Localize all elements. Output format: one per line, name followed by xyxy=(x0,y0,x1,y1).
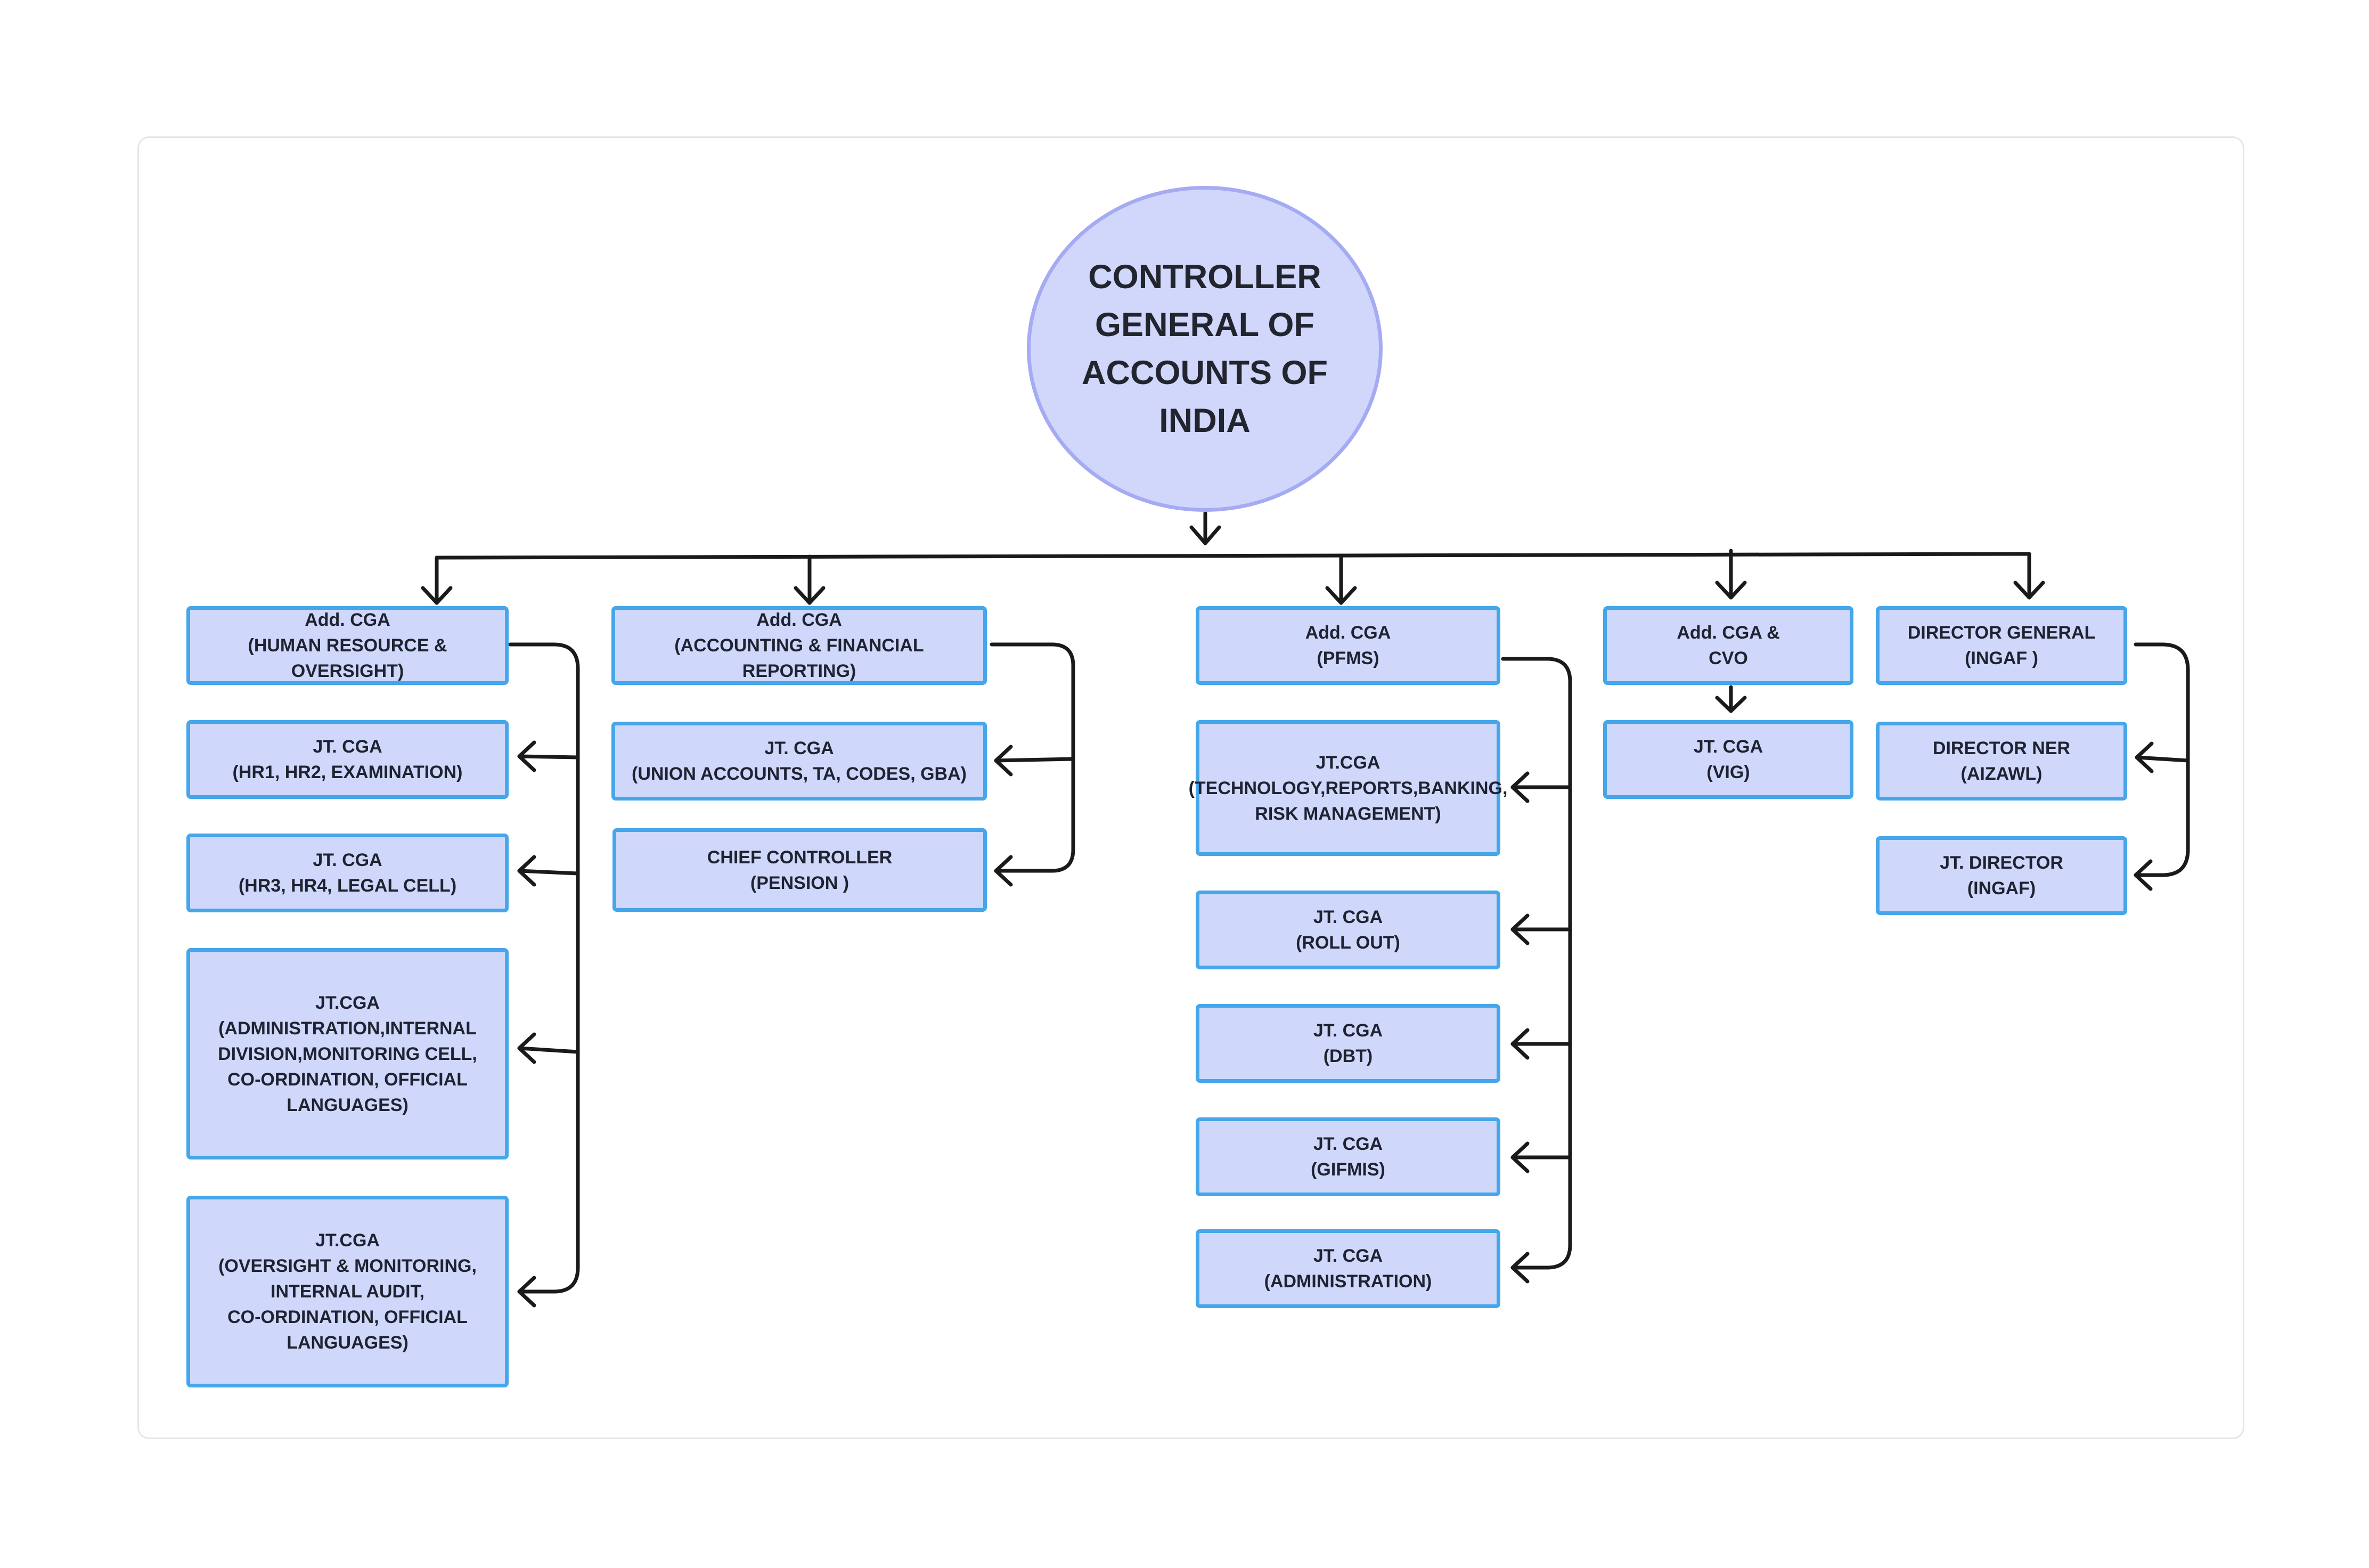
node-label: Add. CGA & CVO xyxy=(1677,623,1780,668)
node-jt-director-ingaf: JT. DIRECTOR (INGAF) xyxy=(1876,836,2127,915)
node-jt-cga-union-accounts: JT. CGA (UNION ACCOUNTS, TA, CODES, GBA) xyxy=(611,722,987,801)
node-label: JT.CGA (OVERSIGHT & MONITORING, INTERNAL… xyxy=(218,1230,477,1353)
node-label: DIRECTOR NER (AIZAWL) xyxy=(1932,738,2071,784)
node-label: Add. CGA (ACCOUNTING & FINANCIAL REPORTI… xyxy=(674,610,924,681)
node-director-general-ingaf: DIRECTOR GENERAL (INGAF ) xyxy=(1876,606,2127,685)
node-director-ner: DIRECTOR NER (AIZAWL) xyxy=(1876,722,2127,801)
node-jt-cga-administration-pfms: JT. CGA (ADMINISTRATION) xyxy=(1196,1229,1500,1308)
node-jt-cga-hr3: JT. CGA (HR3, HR4, LEGAL CELL) xyxy=(186,834,509,912)
node-jt-cga-dbt: JT. CGA (DBT) xyxy=(1196,1004,1500,1083)
node-jt-cga-gifmis: JT. CGA (GIFMIS) xyxy=(1196,1117,1500,1196)
root-node-cga: CONTROLLER GENERAL OF ACCOUNTS OF INDIA xyxy=(1027,186,1383,512)
node-jt-cga-administration: JT.CGA (ADMINISTRATION,INTERNAL DIVISION… xyxy=(186,948,509,1159)
node-label: CHIEF CONTROLLER (PENSION ) xyxy=(707,847,893,893)
connector-bracket-hr xyxy=(508,642,580,1294)
node-label: JT. CGA (HR1, HR2, EXAMINATION) xyxy=(232,737,463,782)
node-add-cga-pfms: Add. CGA (PFMS) xyxy=(1196,606,1500,685)
node-label: JT. CGA (ADMINISTRATION) xyxy=(1264,1246,1432,1292)
node-label: JT. CGA (DBT) xyxy=(1313,1020,1383,1066)
node-label: JT.CGA (ADMINISTRATION,INTERNAL DIVISION… xyxy=(218,992,477,1115)
node-label: JT. CGA (UNION ACCOUNTS, TA, CODES, GBA) xyxy=(632,738,967,784)
node-add-cga-accounting: Add. CGA (ACCOUNTING & FINANCIAL REPORTI… xyxy=(611,606,987,685)
node-label: JT. DIRECTOR (INGAF) xyxy=(1940,853,2063,899)
root-label: CONTROLLER GENERAL OF ACCOUNTS OF INDIA xyxy=(1082,258,1328,439)
node-label: DIRECTOR GENERAL (INGAF ) xyxy=(1907,623,2096,668)
connector-bus xyxy=(435,552,2031,560)
node-chief-controller-pension: CHIEF CONTROLLER (PENSION ) xyxy=(612,828,987,912)
node-label: Add. CGA (HUMAN RESOURCE & OVERSIGHT) xyxy=(248,610,447,681)
node-label: Add. CGA (PFMS) xyxy=(1305,623,1391,668)
arrowhead-root xyxy=(1189,525,1221,545)
node-label: JT. CGA (ROLL OUT) xyxy=(1296,907,1400,953)
node-label: JT. CGA (GIFMIS) xyxy=(1311,1134,1385,1180)
node-add-cga-hr: Add. CGA (HUMAN RESOURCE & OVERSIGHT) xyxy=(186,606,509,685)
node-jt-cga-technology: JT.CGA (TECHNOLOGY,REPORTS,BANKING, RISK… xyxy=(1189,720,1507,856)
connector-bracket-pfms xyxy=(1501,657,1572,1270)
node-label: JT.CGA (TECHNOLOGY,REPORTS,BANKING, RISK… xyxy=(1188,752,1508,824)
node-label: JT. CGA (VIG) xyxy=(1693,737,1763,782)
node-add-cga-cvo: Add. CGA & CVO xyxy=(1603,606,1853,685)
node-jt-cga-vig: JT. CGA (VIG) xyxy=(1603,720,1853,799)
node-jt-cga-roll-out: JT. CGA (ROLL OUT) xyxy=(1196,891,1500,969)
node-label: JT. CGA (HR3, HR4, LEGAL CELL) xyxy=(238,850,457,896)
node-jt-cga-oversight: JT.CGA (OVERSIGHT & MONITORING, INTERNAL… xyxy=(186,1196,509,1387)
node-jt-cga-hr1: JT. CGA (HR1, HR2, EXAMINATION) xyxy=(186,720,509,799)
